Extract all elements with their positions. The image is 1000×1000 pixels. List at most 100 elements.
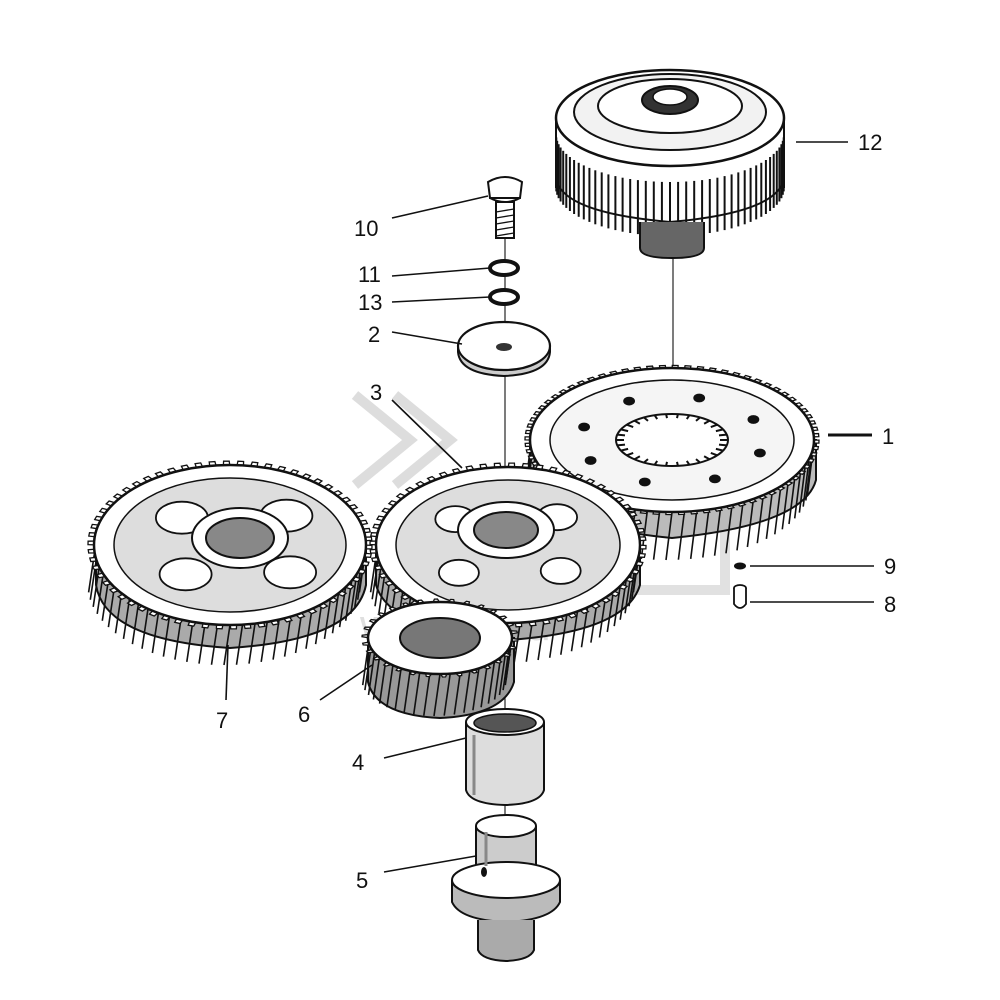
gear-tooth-flank — [756, 495, 765, 544]
gear-tooth-flank — [689, 510, 698, 559]
gear-tooth-flank — [314, 603, 323, 645]
bolt-hole — [623, 396, 635, 406]
gear-tooth-flank — [367, 652, 376, 696]
internal-spline — [620, 428, 629, 433]
internal-spline — [715, 447, 724, 452]
callout-4: 4 — [352, 750, 364, 775]
part-11-washer — [488, 259, 520, 277]
gear-tooth-flank — [504, 642, 513, 686]
leader-5 — [383, 855, 477, 873]
gear-tooth-flank — [131, 603, 140, 645]
gear-tooth-flank — [260, 621, 268, 663]
internal-spline — [710, 423, 718, 429]
gear-tooth-flank — [374, 566, 382, 607]
internal-spline — [703, 455, 710, 461]
part-13-washer — [488, 288, 520, 306]
gear-tooth-flank — [433, 673, 441, 717]
part-10-bolt — [486, 176, 524, 239]
gear-tooth-flank — [746, 498, 755, 548]
callout-11: 11 — [358, 262, 381, 287]
gear-tooth-flank — [793, 470, 802, 519]
gear-tooth-flank — [480, 665, 488, 708]
gear-tooth-flank — [272, 619, 280, 660]
internal-spline — [620, 447, 629, 452]
gear-tooth-flank — [423, 673, 431, 716]
leader-4 — [383, 737, 467, 759]
gear-tooth-flank — [725, 505, 733, 554]
callout-10: 10 — [354, 216, 378, 241]
internal-spline — [695, 458, 701, 464]
gear-tooth-flank — [736, 502, 744, 551]
gear-tooth-flank — [513, 622, 521, 663]
part-2-plate — [456, 320, 552, 378]
gear-tooth-flank — [378, 573, 386, 614]
internal-spline — [715, 428, 724, 433]
internal-spline — [643, 416, 649, 422]
gear-tooth-flank — [652, 511, 661, 560]
gear-tooth-flank — [590, 602, 598, 643]
callout-12: 12 — [858, 130, 882, 155]
lightening-hole — [437, 558, 480, 587]
part-9-lock-washer — [734, 562, 746, 570]
gear-tooth-flank — [283, 616, 292, 657]
gear-tooth-flank — [403, 670, 411, 713]
gear-tooth-flank — [774, 486, 782, 535]
bolt-hole — [693, 393, 706, 403]
gear-tooth-flank — [677, 511, 686, 560]
gear-tooth-flank — [162, 616, 171, 657]
gear-tooth-flank — [412, 672, 421, 715]
gear-tooth-flank — [598, 597, 607, 638]
gear-tooth-flank — [210, 624, 219, 665]
internal-spline — [695, 416, 701, 422]
gear-tooth-flank — [713, 507, 722, 556]
internal-spline — [626, 451, 634, 457]
bolt-hole — [747, 415, 760, 424]
gear-tooth-flank — [122, 598, 131, 640]
part-5-shaft — [451, 814, 561, 963]
internal-spline — [653, 460, 659, 466]
part-4-bushing — [465, 708, 545, 807]
gear-tooth-flank — [640, 510, 649, 559]
internal-spline — [685, 460, 691, 466]
bolt-hole — [578, 422, 590, 432]
gear-tooth-flank — [570, 611, 579, 652]
gear-tooth-flank — [383, 579, 391, 620]
gear-tooth-flank — [613, 585, 621, 627]
callout-13: 13 — [358, 290, 382, 315]
gear-tooth-flank — [101, 580, 110, 621]
leader-11 — [391, 267, 491, 277]
gear-tooth-flank — [453, 672, 462, 715]
gear-tooth-flank — [235, 624, 244, 665]
gear-tooth-flank — [114, 593, 123, 634]
gear-tooth-flank — [560, 614, 568, 655]
internal-spline — [676, 461, 679, 467]
gear-tooth-flank — [493, 657, 502, 700]
internal-spline — [634, 419, 641, 425]
gear-tooth-flank — [702, 509, 710, 558]
gear-tooth-flank — [463, 670, 471, 713]
bolt-hole — [754, 448, 766, 458]
gear-tooth-flank — [198, 623, 206, 664]
gear-tooth-flank — [248, 623, 256, 664]
bolt-hole — [638, 477, 651, 487]
gear-tooth-flank — [186, 621, 194, 663]
leader-6 — [319, 664, 373, 701]
gear-tooth-flank — [364, 647, 372, 691]
gear-tooth-flank — [537, 619, 545, 661]
gear-tooth-flank — [765, 490, 774, 539]
gear-tooth-flank — [386, 665, 394, 708]
leader-3 — [391, 399, 463, 469]
gear-tooth-flank — [472, 668, 480, 711]
internal-spline — [718, 443, 727, 447]
internal-spline — [653, 414, 659, 420]
gear-tooth-flank — [372, 657, 381, 700]
callout-2: 2 — [368, 322, 380, 347]
internal-spline — [617, 433, 626, 437]
callout-7: 7 — [216, 708, 228, 733]
leader-2 — [391, 331, 463, 345]
gear-tooth-flank — [141, 608, 149, 649]
callout-labels: 12 1 10 11 13 2 3 9 8 7 6 4 5 — [216, 130, 896, 893]
gear-tooth-flank — [631, 559, 639, 600]
lightening-hole — [158, 557, 213, 592]
internal-spline — [703, 419, 710, 425]
